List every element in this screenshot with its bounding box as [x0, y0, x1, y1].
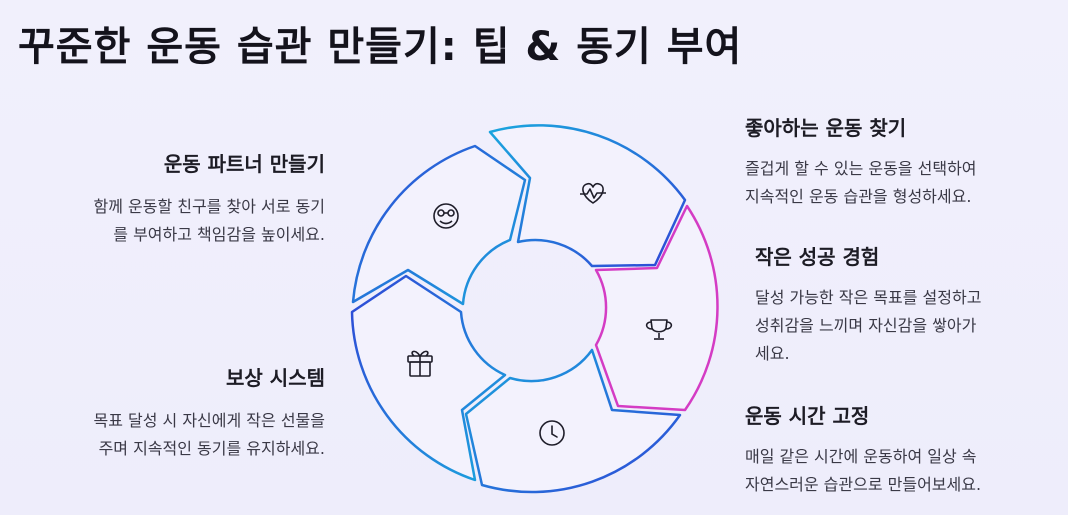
tip-line: 를 부여하고 책임감을 높이세요.: [113, 225, 325, 244]
tip-line: 즐겁게 할 수 있는 운동을 선택하여: [745, 159, 977, 178]
tip-heading: 운동 파트너 만들기: [163, 152, 325, 176]
segment-favorite: [488, 124, 687, 268]
tip-partner: 운동 파트너 만들기 함께 운동할 친구를 찾아 서로 동기 를 부여하고 책임…: [5, 148, 325, 249]
tip-reward: 보상 시스템 목표 달성 시 자신에게 작은 선물을 주며 지속적인 동기를 유…: [5, 362, 325, 463]
gift-icon: [407, 350, 433, 377]
tip-favorite: 좋아하는 운동 찾기 즐겁게 할 수 있는 운동을 선택하여 지속적인 운동 습…: [745, 112, 1060, 211]
tip-heading: 좋아하는 운동 찾기: [745, 116, 907, 140]
heartbeat-icon: [580, 182, 606, 204]
tip-line: 지속적인 운동 습관을 형성하세요.: [745, 187, 972, 206]
tip-line: 함께 운동할 친구를 찾아 서로 동기: [93, 197, 325, 216]
tip-heading: 작은 성공 경험: [755, 245, 880, 269]
tip-line: 주며 지속적인 동기를 유지하세요.: [98, 439, 325, 458]
tip-small-success: 작은 성공 경험 달성 가능한 작은 목표를 설정하고 성취감을 느끼며 자신감…: [755, 241, 1060, 368]
tip-line: 성취감을 느끼며 자신감을 쌓아가: [755, 316, 977, 335]
clock-icon: [539, 420, 565, 446]
segment-reward: [350, 274, 507, 482]
segment-small-success: [594, 204, 719, 412]
tip-heading: 보상 시스템: [226, 366, 325, 390]
friends-face-icon: [433, 203, 459, 229]
tip-line: 매일 같은 시간에 운동하여 일상 속: [745, 447, 977, 466]
tip-line: 달성 가능한 작은 목표를 설정하고: [755, 288, 982, 307]
cycle-diagram: [350, 124, 719, 494]
tip-line: 세요.: [755, 344, 790, 363]
tip-heading: 운동 시간 고정: [745, 404, 870, 428]
tip-fixed-time: 운동 시간 고정 매일 같은 시간에 운동하여 일상 속 자연스러운 습관으로 …: [745, 400, 1060, 499]
trophy-icon: [645, 319, 673, 340]
page-title: 꾸준한 운동 습관 만들기: 팁 & 동기 부여: [18, 24, 743, 70]
tip-line: 자연스러운 습관으로 만들어보세요.: [745, 475, 982, 494]
tip-line: 목표 달성 시 자신에게 작은 선물을: [93, 411, 325, 430]
segment-fixed-time: [464, 348, 682, 494]
